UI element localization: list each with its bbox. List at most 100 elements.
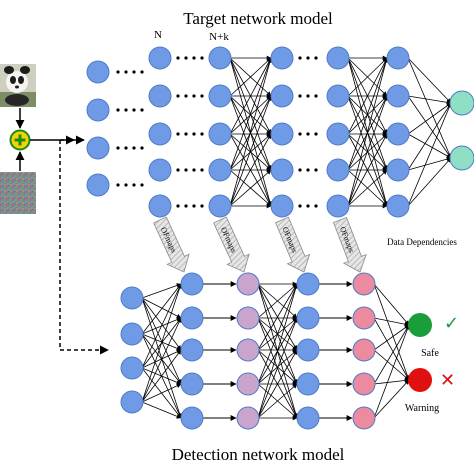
- detection-title: Detection network model: [172, 445, 345, 464]
- ellipsis-dot: [192, 168, 196, 172]
- ellipsis-dot: [306, 56, 310, 60]
- target-layer-nk-node: [208, 122, 232, 146]
- detection-edge: [141, 283, 182, 299]
- ellipsis-dot: [184, 56, 188, 60]
- detection-purple-node: [236, 372, 260, 396]
- label-n: N: [154, 29, 162, 41]
- ellipsis-dot: [116, 70, 120, 74]
- detection-input-node: [120, 322, 144, 346]
- target-output-edge: [407, 157, 452, 207]
- detection-pink-node: [352, 306, 376, 330]
- target-edge: [229, 169, 272, 207]
- label-warning: Warning: [405, 403, 439, 414]
- target-output-edge: [407, 95, 452, 105]
- ofmaps-arrow: [332, 216, 367, 273]
- target-layer-n-node: [148, 122, 172, 146]
- target-output-node: [449, 90, 474, 116]
- ellipsis-dot: [140, 146, 144, 150]
- ellipsis-dot: [298, 56, 302, 60]
- target-output-edge: [407, 133, 452, 159]
- ellipsis-dot: [314, 132, 318, 136]
- ellipsis-dot: [140, 183, 144, 187]
- detection-input-node: [120, 390, 144, 414]
- target-edge: [229, 57, 272, 171]
- detection-hidden-node: [296, 406, 320, 430]
- detection-input-node: [120, 286, 144, 310]
- ofmaps-arrow: [275, 216, 311, 273]
- detection-pink-node: [352, 406, 376, 430]
- cross-icon: ✕: [440, 370, 455, 391]
- target-edge: [229, 133, 272, 207]
- ellipsis-dot: [176, 204, 180, 208]
- detection-output-edge: [373, 317, 410, 381]
- ellipsis-dot: [116, 108, 120, 112]
- target-edge: [347, 57, 388, 171]
- detection-hidden-node: [180, 272, 204, 296]
- detection-output-edge: [373, 378, 410, 385]
- target-edge: [229, 95, 272, 207]
- ellipsis-dot: [132, 70, 136, 74]
- detection-edge: [141, 317, 182, 403]
- ellipsis-dot: [124, 146, 128, 150]
- target-hidden-node: [270, 46, 294, 70]
- ellipsis-dot: [184, 132, 188, 136]
- target-layer-n-node: [148, 194, 172, 218]
- target-output-edge: [407, 102, 452, 135]
- target-output-edge: [407, 102, 452, 171]
- ellipsis-dot: [184, 168, 188, 172]
- target-hidden-node: [386, 194, 410, 218]
- ellipsis-dot: [200, 56, 204, 60]
- target-edge: [347, 57, 389, 207]
- detection-edge: [257, 283, 299, 419]
- ellipsis-dot: [132, 146, 136, 150]
- ellipsis-dot: [200, 204, 204, 208]
- panda-image-icon: [0, 64, 36, 107]
- detection-output-edge: [373, 324, 410, 385]
- ellipsis-dot: [176, 56, 180, 60]
- target-hidden-node: [270, 194, 294, 218]
- ellipsis-dot: [140, 108, 144, 112]
- detection-hidden-node: [296, 338, 320, 362]
- target-output-edge: [407, 95, 452, 159]
- ellipsis-dot: [124, 70, 128, 74]
- ellipsis-dot: [192, 56, 196, 60]
- detection-hidden-node: [180, 306, 204, 330]
- adder-plus-icon: [9, 129, 31, 151]
- target-hidden-node: [326, 84, 350, 108]
- detection-edge: [141, 349, 182, 403]
- detection-edge: [257, 283, 298, 319]
- label-data-dependencies: Data Dependencies: [387, 237, 457, 247]
- detection-edge: [141, 297, 182, 385]
- target-layer-n-node: [148, 158, 172, 182]
- ellipsis-dot: [298, 94, 302, 98]
- ellipsis-dot: [314, 168, 318, 172]
- ellipsis-dot: [314, 94, 318, 98]
- target-edge: [229, 57, 272, 135]
- ellipsis-dot: [200, 132, 204, 136]
- ellipsis-dot: [176, 94, 180, 98]
- detection-hidden-node: [296, 272, 320, 296]
- target-hidden-node: [386, 158, 410, 182]
- target-hidden-node: [386, 122, 410, 146]
- detection-purple-node: [236, 406, 260, 430]
- detection-hidden-node: [180, 406, 204, 430]
- detection-edge: [141, 283, 182, 403]
- ellipsis-dot: [116, 146, 120, 150]
- detection-edge: [141, 283, 182, 369]
- detection-purple-node: [236, 338, 260, 362]
- target-output-edge: [407, 102, 452, 207]
- ellipsis-dot: [306, 168, 310, 172]
- label-n-plus-k: N+k: [209, 31, 229, 43]
- detection-edge: [141, 349, 182, 369]
- target-hidden-node: [326, 158, 350, 182]
- detection-output-edge: [373, 379, 410, 419]
- target-layer-nk-node: [208, 158, 232, 182]
- ellipsis-dot: [192, 132, 196, 136]
- detection-output-edge: [373, 283, 410, 381]
- ellipsis-dot: [200, 94, 204, 98]
- detection-output-edge: [373, 317, 410, 327]
- target-edge: [347, 57, 388, 135]
- detection-hidden-node: [180, 372, 204, 396]
- ellipsis-dot: [314, 56, 318, 60]
